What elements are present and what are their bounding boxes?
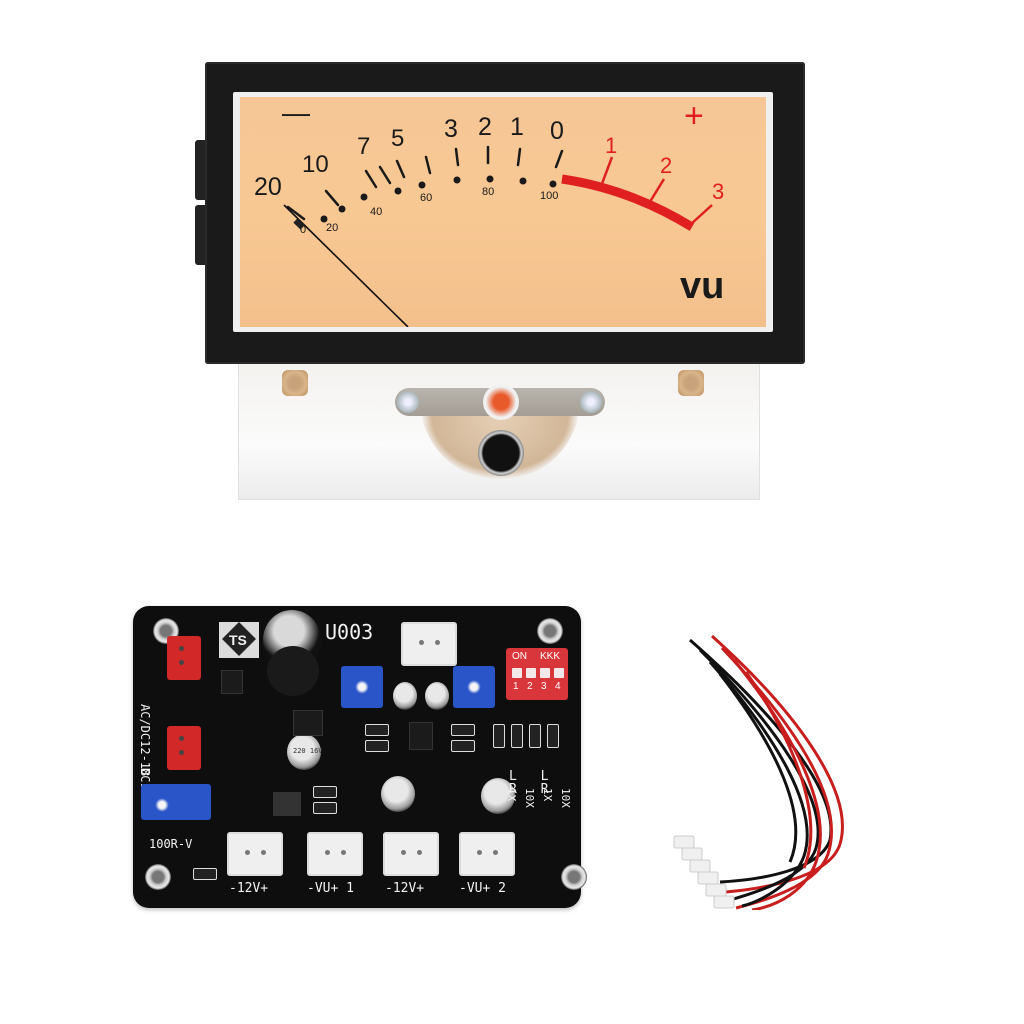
mount-hole-icon — [145, 864, 171, 890]
dip-toggle-2[interactable] — [526, 668, 536, 678]
db-label-7: 7 — [357, 133, 371, 160]
connector-label-12v-2: -12V+ — [385, 881, 425, 896]
vu-meter-face: — + 20 10 7 5 3 2 1 0 1 2 3 0 20 40 60 8… — [240, 97, 766, 327]
scale-ticks-icon — [283, 145, 713, 327]
dip-toggle-1[interactable] — [512, 668, 522, 678]
needle-icon — [283, 204, 409, 327]
db-label-1: 1 — [510, 113, 524, 141]
capacitor-220uf — [381, 776, 415, 812]
vu-driver-board: TS U003 AC/DC12-18 DC12 100R-V 220 16V L… — [133, 606, 587, 908]
cable-connector-icon — [689, 859, 711, 873]
inductor-icon — [273, 792, 301, 816]
cable-connector-icon — [713, 895, 735, 909]
screw-icon — [580, 391, 602, 413]
resistor-icon — [313, 786, 337, 798]
resistor-icon — [547, 724, 559, 748]
resistor-icon — [451, 724, 475, 736]
db-label-plus1: 1 — [605, 133, 618, 158]
trim-pot-right[interactable] — [453, 666, 495, 708]
pct-label-40: 40 — [370, 206, 383, 218]
db-label-2: 2 — [478, 113, 492, 141]
pct-label-60: 60 — [420, 192, 433, 204]
vu-unit-label: vu — [680, 265, 725, 307]
connector-cable-set — [673, 634, 844, 910]
capacitor-body — [267, 646, 319, 696]
plus-sign: + — [684, 97, 704, 135]
mount-nut-icon — [282, 370, 308, 396]
pct-label-20: 20 — [326, 222, 339, 234]
resistor-icon — [451, 740, 475, 752]
dip-toggle-4[interactable] — [554, 668, 564, 678]
pct-label-0: 0 — [300, 224, 307, 236]
dc-output-connector[interactable] — [167, 726, 201, 770]
vu-output-connector-2[interactable] — [459, 832, 515, 876]
vu-output-connector-1[interactable] — [307, 832, 363, 876]
pct-label-80: 80 — [482, 186, 495, 198]
capacitor-icon — [393, 682, 417, 710]
resistor-icon — [529, 724, 541, 748]
connector-label-vu-2: -VU+ 2 — [459, 881, 506, 896]
resistor-icon — [493, 724, 505, 748]
pct-label-100: 100 — [540, 190, 559, 202]
power-input-label: AC/DC12-18 — [138, 704, 152, 777]
power-connector-2[interactable] — [383, 832, 439, 876]
gain-mode-labels: 1X 10X 1X 10X — [505, 788, 572, 808]
resistor-icon — [193, 868, 217, 880]
mount-hole-icon — [537, 618, 563, 644]
mount-nut-icon — [678, 370, 704, 396]
zero-adjust-knob[interactable] — [478, 430, 524, 476]
db-label-plus2: 2 — [660, 153, 673, 178]
minus-sign: — — [282, 97, 310, 128]
connector-label-vu-1: -VU+ 1 — [307, 881, 354, 896]
power-connector-1[interactable] — [227, 832, 283, 876]
db-label-plus3: 3 — [712, 179, 725, 204]
ts-logo: TS — [219, 622, 259, 658]
cable-connector-icon — [681, 847, 703, 861]
capacitor-220uf — [287, 734, 321, 770]
db-label-10: 10 — [302, 151, 329, 178]
cable-connector-icon — [705, 883, 727, 897]
resistor-icon — [365, 724, 389, 736]
connector-label-12v-1: -12V+ — [229, 881, 269, 896]
db-label-0: 0 — [550, 117, 564, 145]
db-label-5: 5 — [391, 125, 405, 152]
trim-pot-left[interactable] — [341, 666, 383, 708]
board-model-label: U003 — [325, 620, 374, 644]
capacitor-220uf — [481, 778, 515, 814]
dip-toggle-3[interactable] — [540, 668, 550, 678]
zero-adjust-screw[interactable] — [483, 384, 519, 420]
resistor-icon — [313, 802, 337, 814]
pot-label: 100R-V — [149, 837, 193, 851]
gain-dip-switch[interactable]: ON KKK 1 2 3 4 — [506, 648, 568, 700]
capacitor-icon — [425, 682, 449, 710]
cable-connector-icon — [697, 871, 719, 885]
meter-connector-top[interactable] — [401, 622, 457, 666]
power-input-connector[interactable] — [167, 636, 201, 680]
regulator-ic — [293, 710, 323, 736]
dip-kkk-label: KKK — [540, 651, 561, 662]
trim-pot-100r[interactable] — [141, 784, 211, 820]
mount-hole-icon — [561, 864, 587, 890]
resistor-icon — [511, 724, 523, 748]
db-label-20: 20 — [254, 173, 282, 201]
gain-channel-labels: L L R R — [509, 769, 557, 797]
dip-on-label: ON — [512, 651, 527, 662]
opamp-ic — [409, 722, 433, 750]
resistor-icon — [365, 740, 389, 752]
screw-icon — [397, 391, 419, 413]
db-label-3: 3 — [444, 115, 458, 143]
rectifier-ic — [221, 670, 243, 694]
cable-connector-icon — [673, 835, 695, 849]
